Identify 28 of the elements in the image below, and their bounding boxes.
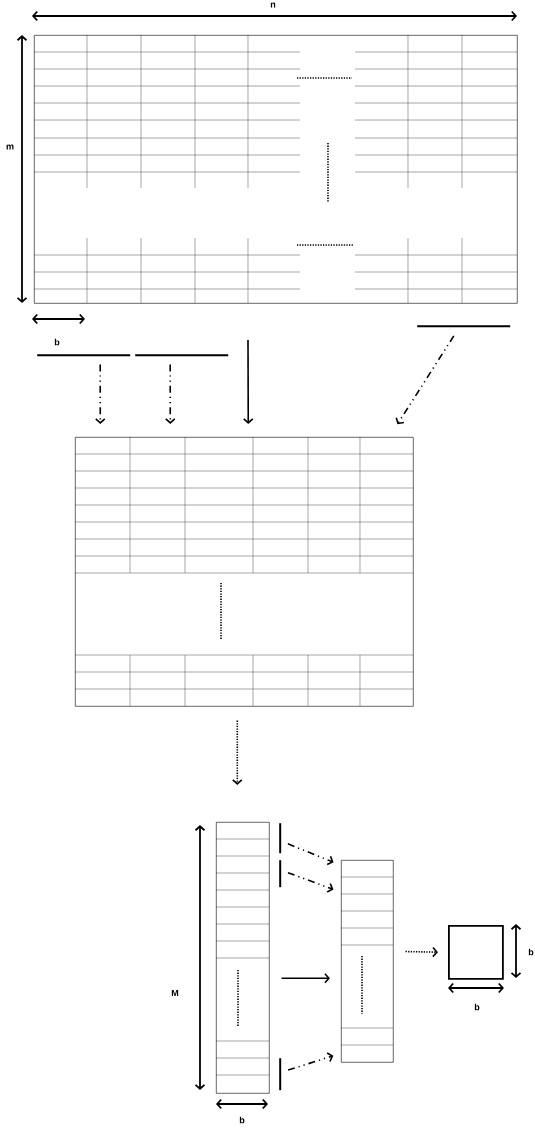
matrix-box bbox=[34, 35, 518, 304]
arrow bbox=[232, 719, 243, 785]
dimension-label: b bbox=[528, 948, 534, 956]
square-block bbox=[448, 925, 504, 980]
matrix-box bbox=[216, 822, 270, 1094]
dimension-label: M bbox=[171, 989, 179, 997]
block-bar bbox=[417, 325, 511, 328]
arrow bbox=[395, 335, 455, 425]
block-bar bbox=[135, 354, 229, 357]
dimension-label: n bbox=[270, 2, 276, 8]
arrow bbox=[95, 363, 106, 424]
dimension-label: b bbox=[239, 1116, 245, 1124]
arrow bbox=[165, 363, 176, 424]
matrix-box bbox=[75, 437, 414, 707]
dimension-label: m bbox=[6, 144, 14, 150]
dimension-label: b bbox=[474, 1003, 480, 1011]
dimension-label: b bbox=[54, 338, 60, 346]
block-bar bbox=[279, 823, 282, 854]
block-bar bbox=[279, 1058, 282, 1091]
block-bar bbox=[37, 354, 131, 357]
arrow bbox=[242, 339, 254, 424]
arrow bbox=[287, 843, 334, 866]
arrow bbox=[280, 973, 330, 984]
arrow bbox=[287, 871, 334, 893]
arrow bbox=[404, 946, 438, 958]
matrix-box bbox=[341, 860, 394, 1063]
arrow bbox=[287, 1052, 334, 1071]
block-bar bbox=[279, 860, 282, 888]
